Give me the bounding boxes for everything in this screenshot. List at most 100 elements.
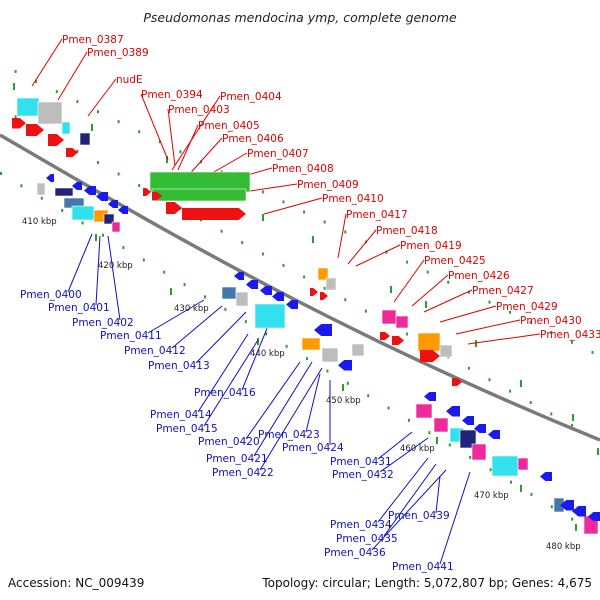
topology-text: Topology: circular; Length: 5,072,807 bp…	[262, 576, 592, 590]
reverse-gene-arrow	[246, 280, 258, 289]
tick-mark	[346, 381, 349, 385]
major-tick-mark	[170, 288, 172, 295]
gene-block-orange	[417, 332, 441, 352]
tick-mark	[244, 320, 247, 324]
forward-gene-arrow	[12, 118, 26, 129]
tick-mark	[76, 149, 79, 153]
gene-block-magenta	[433, 417, 449, 433]
leader-line	[439, 305, 497, 323]
gene-block-gray	[235, 291, 249, 307]
kbp-label: 460 kbp	[400, 444, 435, 454]
reverse-gene-label: Pmen_0439	[388, 510, 450, 522]
tick-mark	[406, 260, 409, 264]
reverse-gene-label: Pmen_0435	[336, 533, 398, 545]
forward-gene-label: Pmen_0417	[346, 209, 408, 221]
kbp-label: 440 kbp	[250, 349, 285, 359]
gene-block-navy	[459, 429, 477, 449]
leader-line	[171, 305, 223, 349]
gene-block-gray	[439, 344, 453, 358]
forward-gene-arrow	[48, 134, 64, 146]
leader-line	[371, 469, 447, 551]
tick-mark	[488, 300, 491, 304]
reverse-gene-label: Pmen_0432	[332, 469, 394, 481]
leader-line	[95, 235, 101, 306]
leader-line	[195, 311, 247, 364]
tick-mark	[448, 443, 451, 447]
forward-gene-label: Pmen_0410	[322, 193, 384, 205]
reverse-gene-arrow	[560, 500, 574, 511]
leader-line	[305, 373, 321, 433]
tick-mark	[282, 200, 285, 204]
tick-mark	[509, 389, 512, 393]
reverse-gene-arrow	[72, 182, 82, 190]
reverse-gene-arrow	[488, 430, 500, 439]
gene-block-magenta	[395, 315, 409, 329]
leader-line	[377, 431, 413, 460]
leader-line	[259, 367, 323, 471]
major-tick-mark	[257, 338, 259, 345]
leader-line	[197, 333, 249, 413]
kbp-label: 430 kbp	[174, 304, 209, 314]
major-tick-mark	[520, 380, 522, 387]
kbp-label: 470 kbp	[474, 491, 509, 501]
tick-mark	[142, 258, 145, 262]
tick-mark	[571, 517, 574, 521]
leader-line	[167, 108, 176, 167]
forward-gene-label: Pmen_0419	[400, 240, 462, 252]
tick-mark	[467, 366, 470, 370]
major-tick-mark	[312, 236, 314, 243]
tick-mark	[81, 221, 84, 225]
tick-mark	[550, 505, 553, 509]
tick-mark	[55, 90, 58, 94]
reverse-gene-arrow	[286, 300, 298, 309]
reverse-gene-arrow	[424, 392, 436, 401]
reverse-gene-arrow	[540, 472, 552, 481]
tick-mark	[570, 340, 573, 344]
reverse-gene-arrow	[572, 506, 586, 517]
gene-block-cyan	[61, 121, 71, 135]
major-tick-mark	[91, 124, 93, 131]
tick-mark	[426, 270, 429, 274]
tick-mark	[428, 431, 431, 435]
tick-mark	[488, 378, 491, 382]
forward-gene-arrow	[143, 188, 151, 196]
major-tick-mark	[262, 214, 264, 221]
tick-mark	[467, 290, 470, 294]
reverse-gene-label: Pmen_0412	[124, 345, 186, 357]
reverse-gene-label: Pmen_0414	[150, 409, 212, 421]
forward-gene-label: Pmen_0429	[496, 301, 558, 313]
kbp-label: 480 kbp	[546, 542, 581, 552]
kbp-label: 450 kbp	[326, 396, 361, 406]
reverse-gene-label: Pmen_0411	[100, 330, 162, 342]
reverse-gene-label: Pmen_0422	[212, 467, 274, 479]
leader-line	[439, 471, 471, 565]
leader-line	[171, 95, 221, 171]
tick-mark	[591, 350, 594, 354]
tick-mark	[387, 406, 390, 410]
major-tick-mark	[390, 286, 392, 293]
tick-mark	[285, 344, 288, 348]
reverse-gene-arrow	[462, 416, 474, 425]
tick-mark	[138, 130, 141, 134]
tick-mark	[550, 330, 553, 334]
leader-line	[31, 38, 63, 87]
tick-mark	[447, 280, 450, 284]
reverse-gene-arrow	[338, 360, 352, 371]
gene-features-layer	[12, 97, 600, 535]
gene-block-cyan	[254, 303, 286, 329]
gene-block-gray	[321, 347, 339, 363]
genome-backbone	[0, 133, 600, 442]
leader-line	[411, 274, 449, 307]
tick-mark	[323, 286, 326, 290]
reverse-gene-label: Pmen_0423	[258, 429, 320, 441]
tick-mark	[220, 229, 223, 233]
gene-block-green	[151, 188, 247, 202]
reverse-gene-arrow	[314, 324, 332, 336]
major-tick-mark	[575, 524, 577, 531]
major-tick-mark	[520, 485, 522, 492]
reverse-gene-arrow	[234, 272, 244, 280]
leader-line	[107, 235, 121, 321]
